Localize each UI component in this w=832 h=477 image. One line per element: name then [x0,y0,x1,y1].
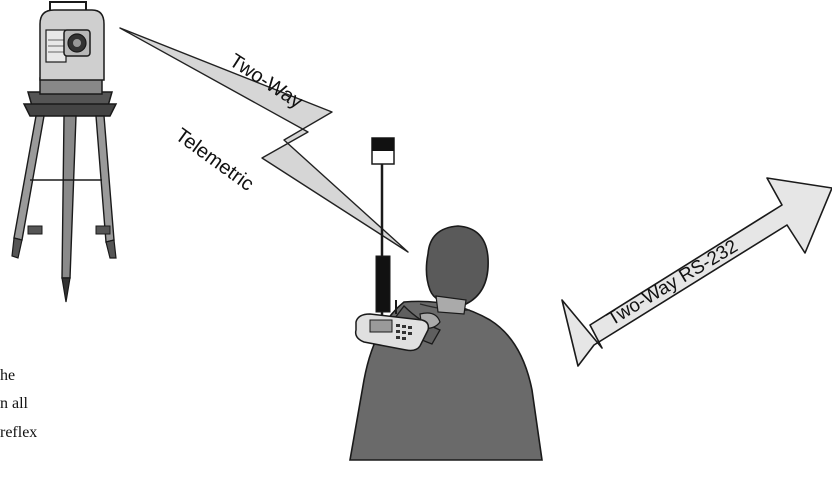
telemetric-label: Telemetric [171,124,258,195]
reflector-pole [371,137,395,316]
cropped-text-line-3: reflex [0,424,37,441]
cropped-text-line-1: he [0,367,15,384]
data-controller-device [354,300,430,352]
telemetric-link-bolt [119,27,409,253]
rs232-two-way-arrow [561,177,832,367]
tripod [11,103,118,303]
cropped-text-line-2: n all [0,395,29,412]
total-station-instrument [27,1,113,107]
two-way-rs232-label: Two-Way RS-232 [604,236,742,330]
